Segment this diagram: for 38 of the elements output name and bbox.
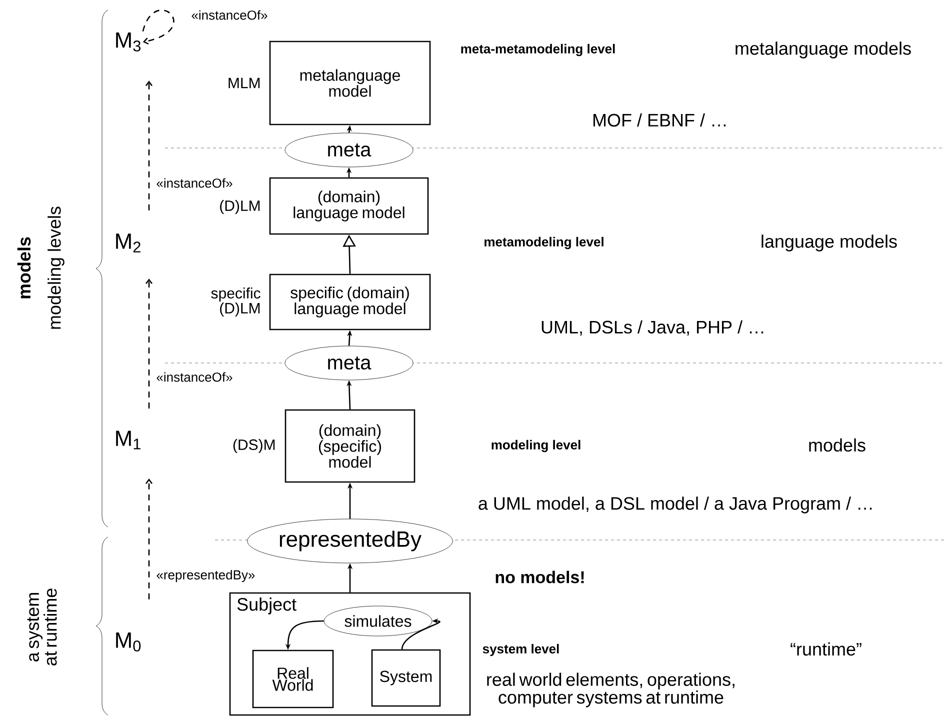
side-label: specific (D)LM [211,288,260,316]
example-text: MOF / EBNF / … [593,113,726,127]
note-text: no models! [496,570,584,584]
side-caption: a system at runtime [27,588,57,666]
arrow [145,478,153,600]
level-label: M$_{1}$ [116,430,140,450]
level-description: metalanguage models [736,42,911,58]
model-box: Real World [252,650,334,708]
side-label: (D)LM [220,200,260,214]
arrow [142,10,174,45]
edge-label: «representedBy» [155,568,256,584]
side-label: MLM [228,78,260,88]
level-name: meta-metamodeling level [461,44,615,56]
edge-label: «instanceOf» [190,9,269,21]
arrow [145,278,153,408]
example-text: UML, DSLs / Java, PHP / … [542,320,764,336]
level-label: M$_{3}$ [116,32,141,52]
model-box: System [371,649,441,707]
model-box: (domain) (specific) model [284,409,416,483]
example-text: a UML model, a DSL model / a Java Program / … [478,496,872,514]
model-box: specific (domain) language model [269,274,431,330]
model-box: (domain) language model [269,177,429,235]
side-caption: modeling levels [48,206,64,329]
edge-label: «instanceOf» [155,371,234,383]
level-label: M$_{0}$ [116,632,141,652]
level-description: language models [762,234,897,252]
level-description: “runtime” [790,642,862,656]
edge-label: «instanceOf» [155,177,234,189]
side-caption: models [17,237,31,298]
level-description: models [809,438,866,452]
side-label: (DS)M [233,439,275,453]
example-text: real world elements, operations, computer systems at runtime [487,672,734,708]
model-box: metalanguage model [269,40,431,126]
level-name: system level [482,644,559,656]
level-name: modeling level [492,440,580,452]
level-name: metamodeling level [484,236,604,250]
level-label: M$_{2}$ [116,234,140,252]
arrow [145,80,153,210]
